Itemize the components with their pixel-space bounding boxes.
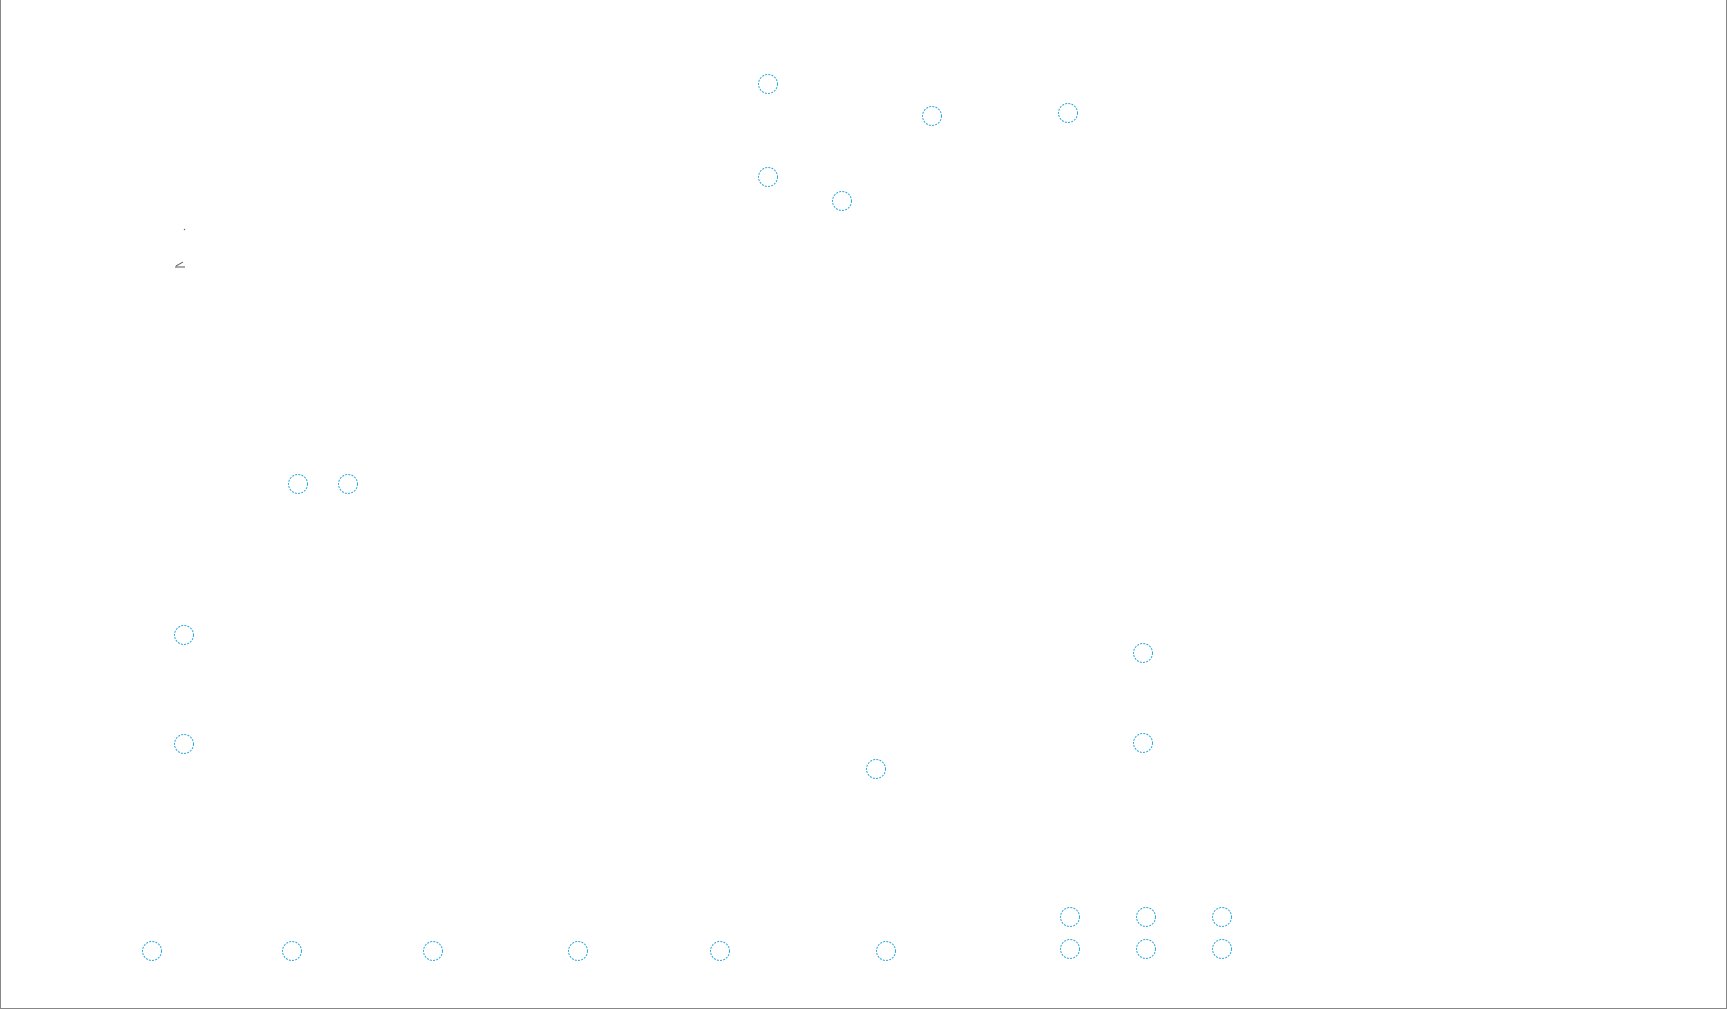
small-corner-marker-icon [175,228,186,268]
connection-point-icon[interactable] [1212,907,1232,927]
connection-point-icon[interactable] [758,167,778,187]
connection-point-icon[interactable] [423,941,443,961]
connection-point-icon[interactable] [876,941,896,961]
connection-point-icon[interactable] [832,191,852,211]
connection-point-icon[interactable] [1136,907,1156,927]
connection-point-icon[interactable] [1060,907,1080,927]
connection-point-icon[interactable] [1136,939,1156,959]
connection-point-icon[interactable] [142,941,162,961]
connection-point-icon[interactable] [174,625,194,645]
connection-point-icon[interactable] [866,759,886,779]
connection-point-icon[interactable] [710,941,730,961]
connection-point-icon[interactable] [568,941,588,961]
connection-point-icon[interactable] [1133,733,1153,753]
connection-point-icon[interactable] [288,474,308,494]
connection-points-layer [142,74,1232,961]
connection-point-icon[interactable] [282,941,302,961]
connection-point-icon[interactable] [1133,643,1153,663]
connection-point-icon[interactable] [338,474,358,494]
connection-point-icon[interactable] [922,106,942,126]
connection-point-icon[interactable] [1212,939,1232,959]
connection-point-icon[interactable] [1058,103,1078,123]
connection-point-icon[interactable] [758,74,778,94]
connection-point-icon[interactable] [1060,939,1080,959]
connection-point-icon[interactable] [174,734,194,754]
